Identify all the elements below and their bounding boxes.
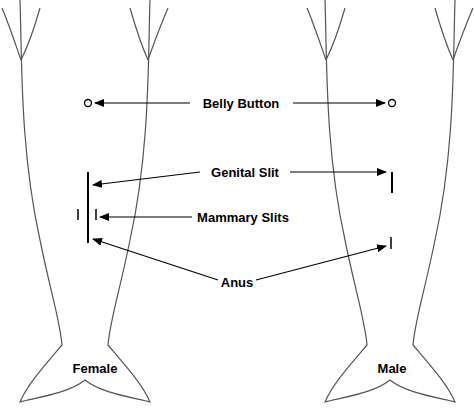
leader-arrow bbox=[256, 246, 386, 280]
leader-arrow bbox=[93, 172, 200, 185]
female-genital-slit bbox=[87, 172, 89, 243]
female-outline bbox=[2, 0, 168, 402]
mammary-slit bbox=[77, 209, 79, 220]
leader-arrow bbox=[290, 171, 386, 172]
sex-label: Male bbox=[378, 362, 407, 375]
male-genital-slit bbox=[391, 172, 393, 193]
part-label: Mammary Slits bbox=[197, 211, 289, 224]
part-label: Genital Slit bbox=[211, 166, 279, 179]
part-label: Belly Button bbox=[203, 97, 280, 110]
leader-arrow bbox=[100, 216, 192, 217]
mammary-slit bbox=[95, 209, 97, 220]
male-anus bbox=[390, 237, 392, 249]
leader-arrow bbox=[93, 239, 218, 280]
female-belly-button bbox=[85, 100, 92, 107]
sex-label: Female bbox=[73, 362, 118, 375]
leader-arrow bbox=[95, 102, 190, 103]
male-outline bbox=[307, 0, 473, 402]
part-label: Anus bbox=[221, 276, 254, 289]
leader-arrow bbox=[293, 102, 385, 103]
male-belly-button bbox=[389, 100, 396, 107]
